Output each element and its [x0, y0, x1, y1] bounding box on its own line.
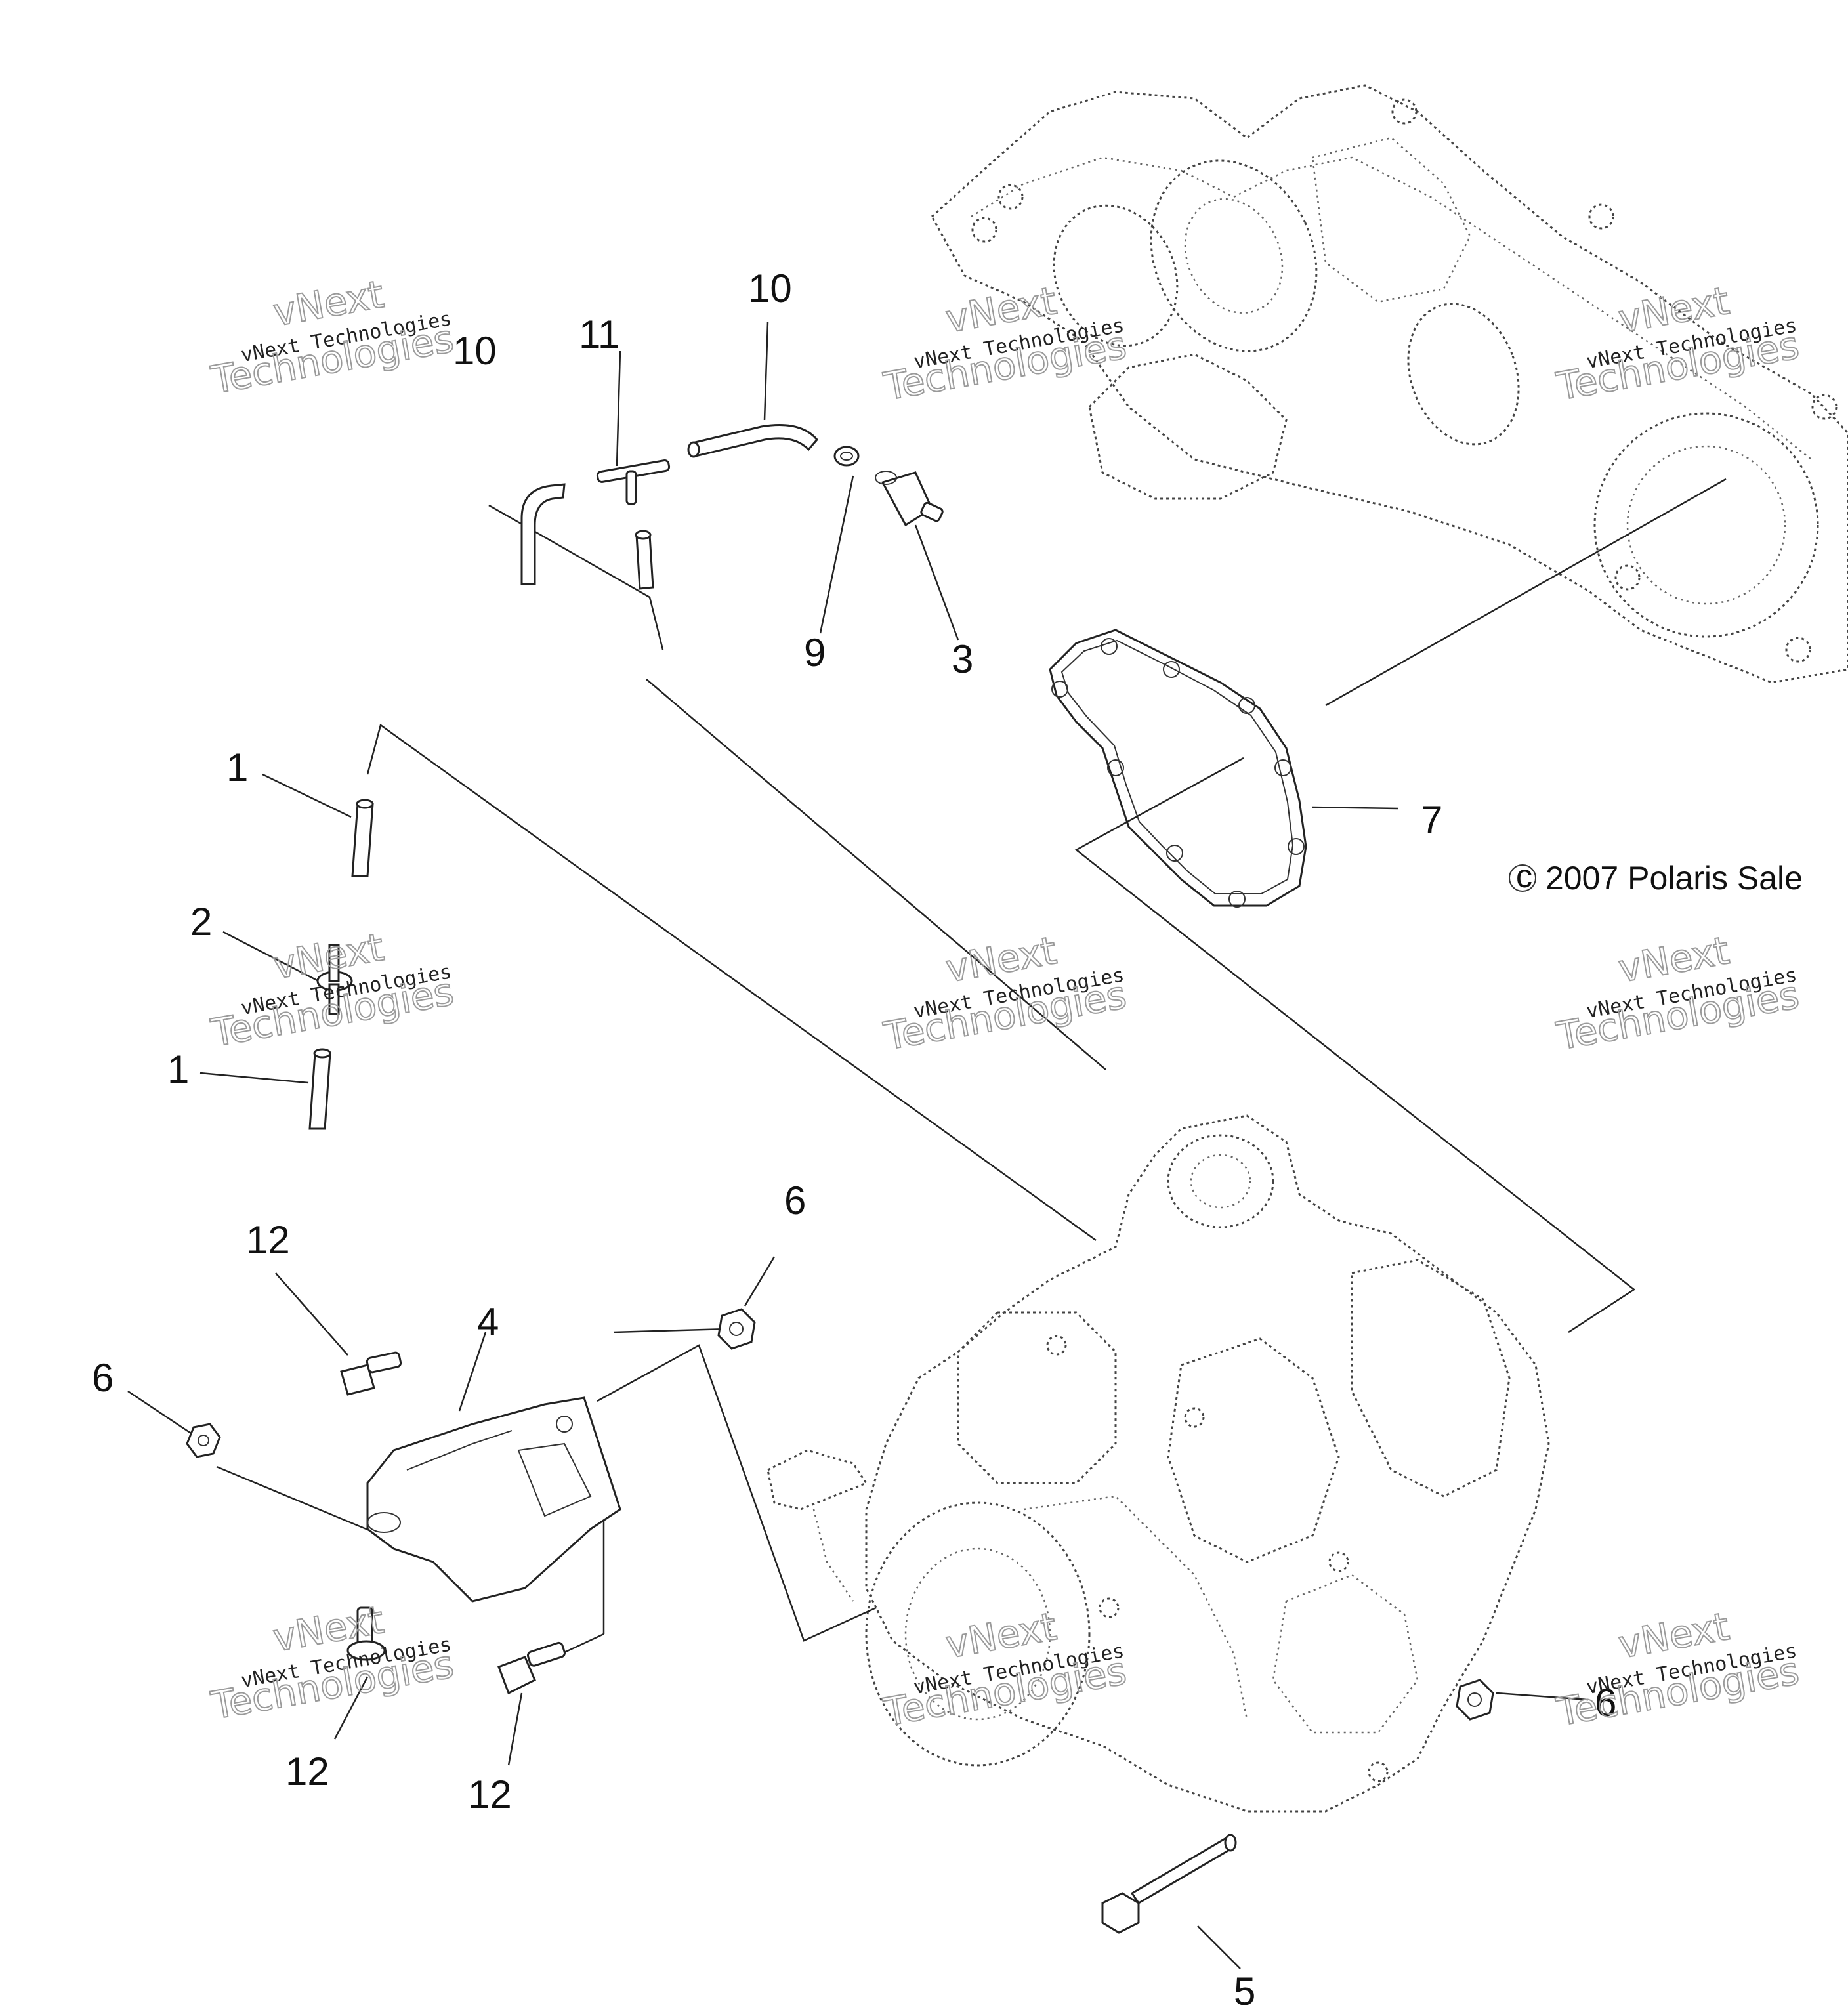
callout-10-left: 10: [453, 329, 497, 373]
nut-left-part-6: [186, 1423, 221, 1458]
callout-10-upper: 10: [748, 266, 792, 310]
callout-6-left: 6: [92, 1356, 114, 1400]
nut-top-part-6: [717, 1308, 756, 1350]
leader-lines: [127, 321, 1727, 1969]
callout-1-lower: 1: [167, 1047, 189, 1091]
callout-12-top: 12: [246, 1218, 290, 1262]
callout-3: 3: [952, 637, 973, 681]
bracket-part-4: [366, 1396, 621, 1603]
bolt-upper-part-12: [340, 1351, 402, 1396]
engine-assembly: [766, 1114, 1550, 1813]
callout-6-right: 6: [1595, 1681, 1616, 1725]
bolt-left-part-12: [346, 1606, 386, 1661]
copyright-icon: [1509, 864, 1536, 892]
tee-fitting-part-11: [596, 459, 671, 505]
hose-elbow-part-10: [520, 483, 566, 585]
gasket-part-7: [1049, 629, 1307, 908]
watermark-top-right: vNext vNext Technologies Technologies: [1553, 278, 1803, 410]
watermark-mid-right: vNext vNext Technologies Technologies: [1553, 927, 1803, 1059]
watermark-bottom-center: vNext vNext Technologies Technologies: [880, 1603, 1131, 1735]
watermark-top-center: vNext vNext Technologies Technologies: [880, 278, 1131, 410]
callout-12-bottom-right: 12: [468, 1773, 512, 1816]
watermark-mid-center: vNext vNext Technologies Technologies: [880, 927, 1131, 1059]
callout-5: 5: [1234, 1969, 1255, 2013]
copyright-notice: c 2007 Polaris Sale: [1509, 858, 1803, 896]
dowel-pin-upper-part-1: [351, 799, 374, 877]
callout-6-top: 6: [784, 1179, 806, 1223]
callout-4: 4: [477, 1300, 499, 1344]
callout-1-upper: 1: [226, 746, 248, 789]
hose-upper-part-10: [687, 424, 818, 458]
clamp-part-9: [833, 446, 860, 467]
watermark-top-left: vNext vNext Technologies Technologies: [207, 271, 458, 403]
callout-7: 7: [1421, 798, 1442, 842]
watermark-bottom-right: vNext vNext Technologies Technologies: [1553, 1603, 1803, 1735]
watermark-bottom-left: vNext vNext Technologies Technologies: [207, 1597, 458, 1729]
nut-right-part-6: [1456, 1679, 1494, 1721]
callout-12-bottom-left: 12: [285, 1750, 329, 1794]
bolt-right-part-12: [497, 1641, 566, 1695]
callout-9: 9: [804, 631, 826, 675]
copyright-text: 2007 Polaris Sale: [1545, 860, 1803, 896]
dowel-pin-lower-part-1: [308, 1048, 331, 1130]
copyright-symbol: c: [1516, 858, 1532, 894]
callout-11: 11: [579, 312, 620, 356]
long-bolt-part-5: [1101, 1834, 1237, 1934]
watermark-mid-left: vNext vNext Technologies Technologies: [207, 924, 458, 1056]
hose-straight-part-10: [635, 530, 654, 590]
transmission-housing: [931, 84, 1848, 684]
callouts: 10 10 11 9 3 7 1 2 1 6 12 4 6 12 12 6 5: [92, 266, 1616, 2013]
callout-2: 2: [190, 900, 212, 944]
fitting-part-2: [316, 944, 353, 1015]
valve-part-3: [875, 471, 944, 527]
